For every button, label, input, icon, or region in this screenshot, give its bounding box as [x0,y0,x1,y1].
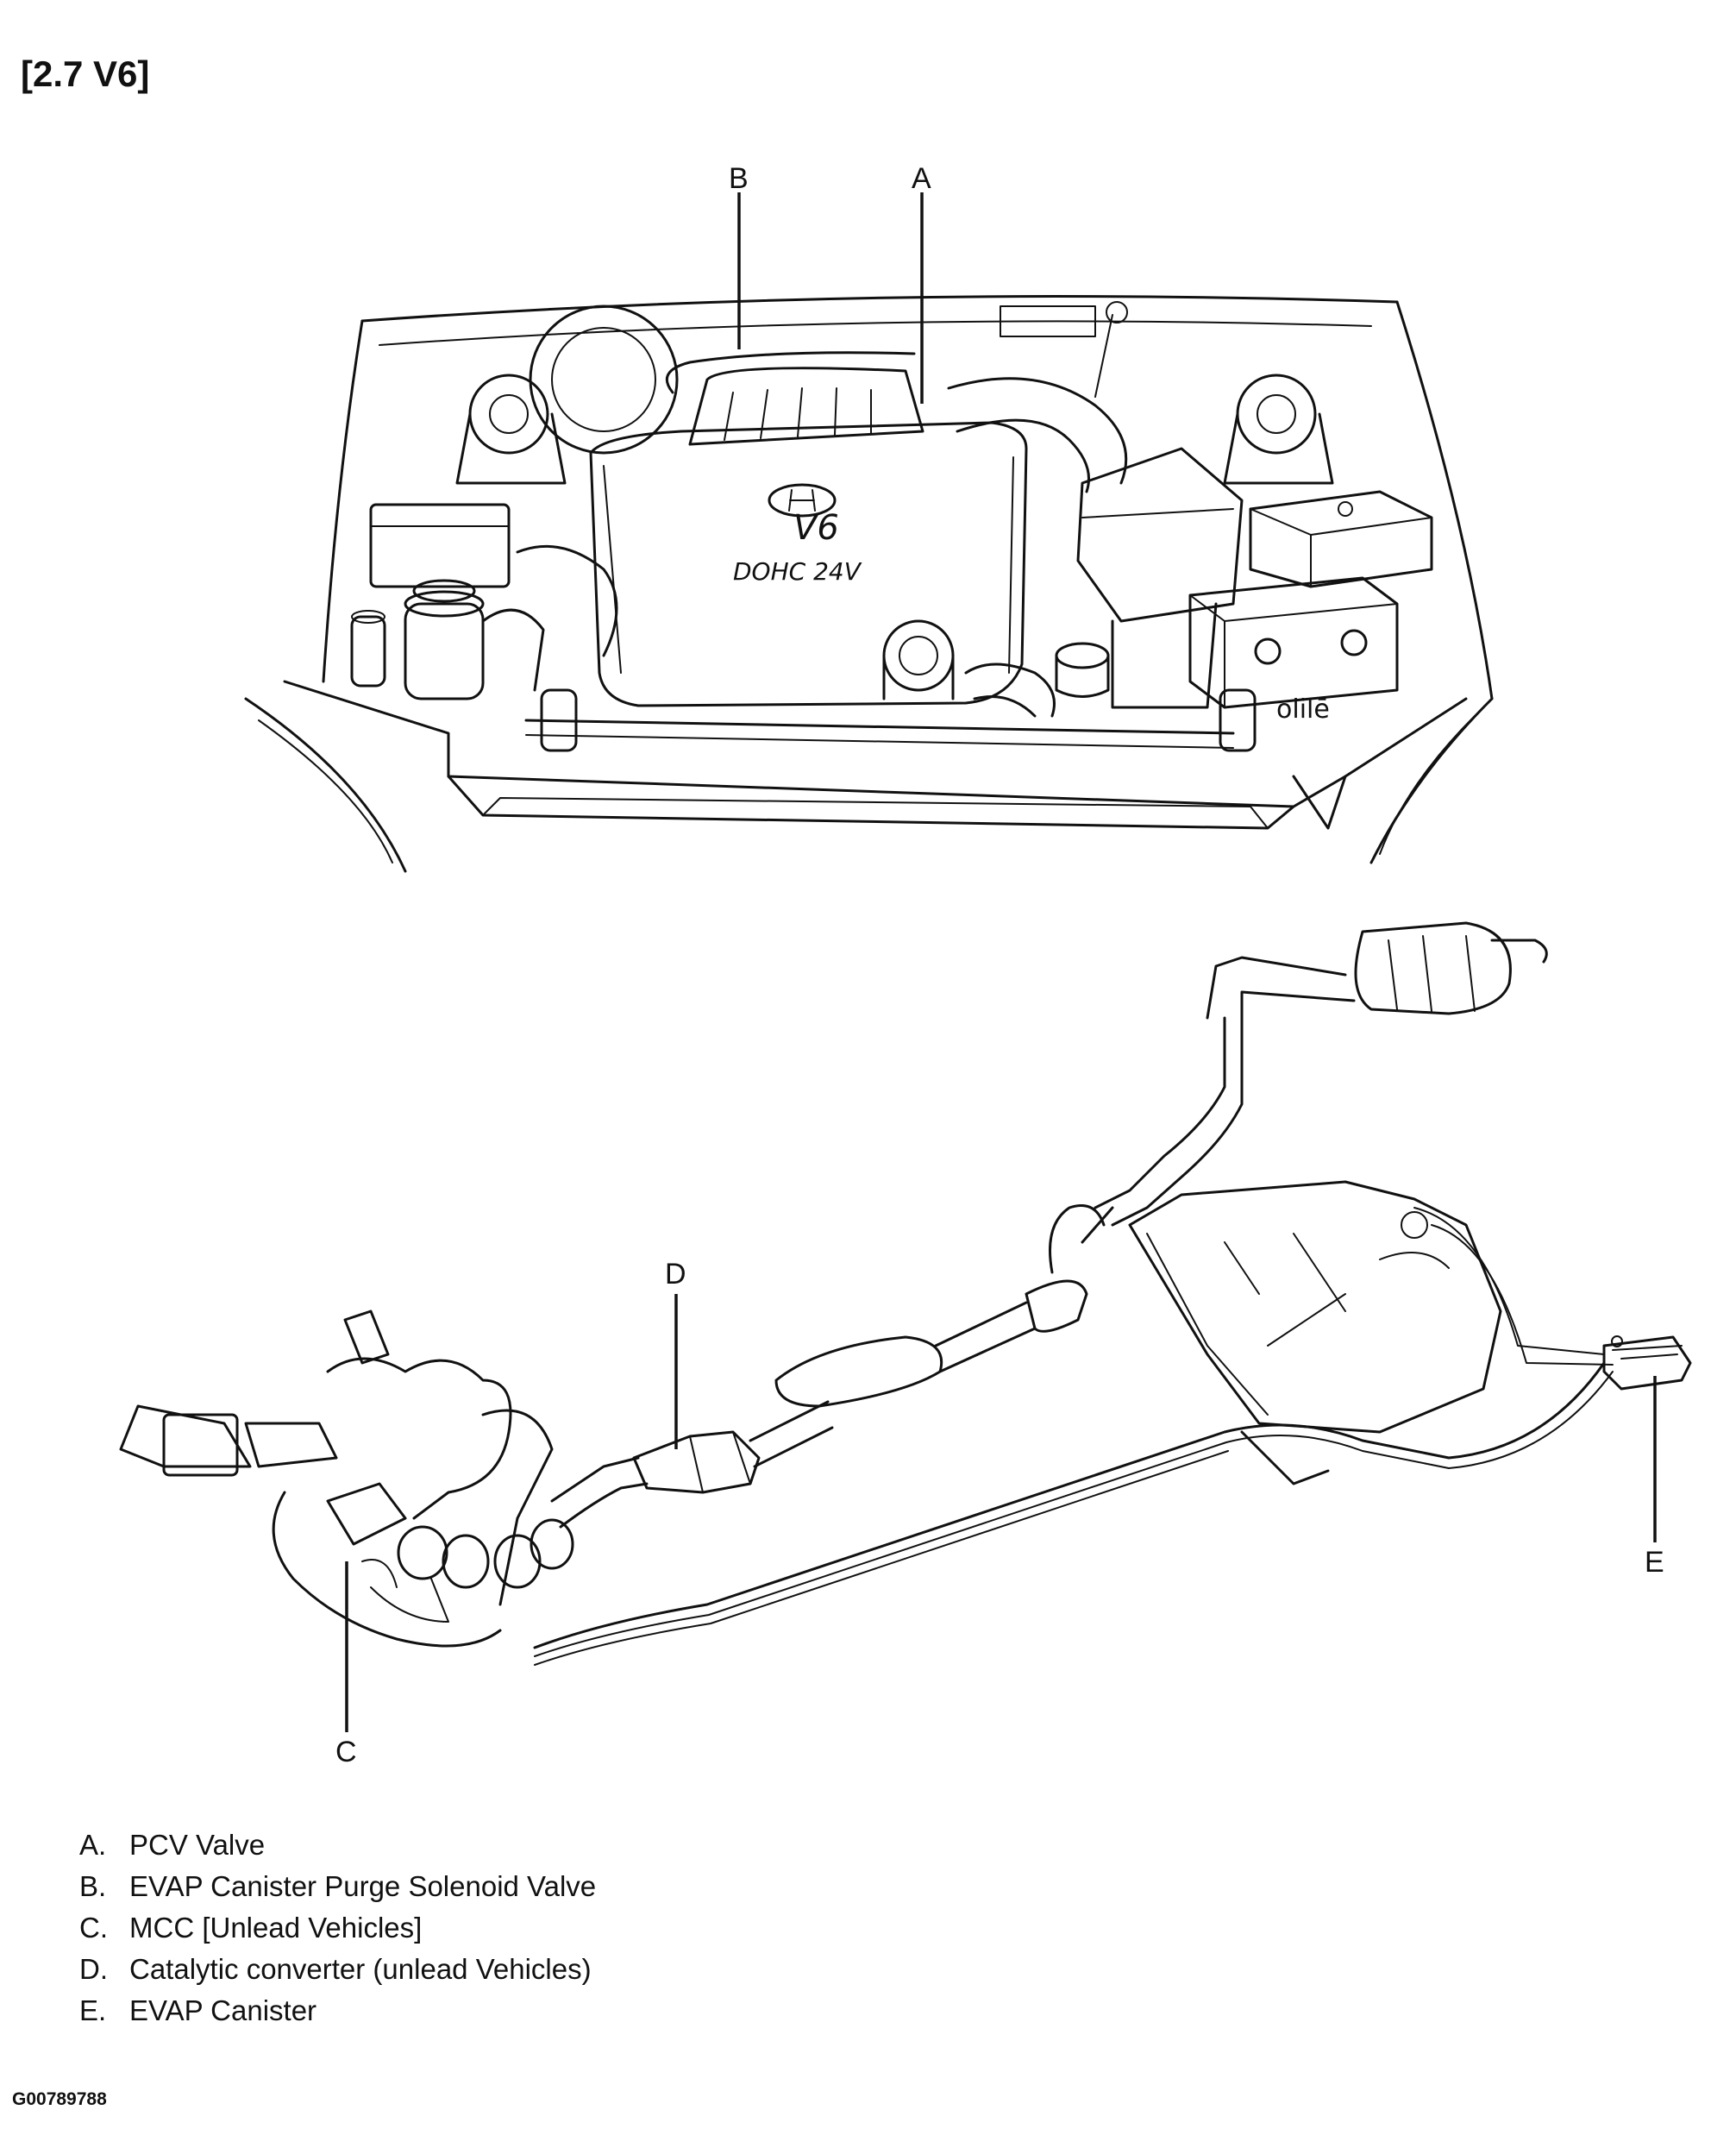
legend-item: E. EVAP Canister [79,1990,596,2032]
legend-item: C. MCC [Unlead Vehicles] [79,1907,596,1949]
legend-letter: D. [79,1953,108,1985]
callout-e: E [1645,1546,1664,1579]
legend-text: PCV Valve [129,1829,266,1861]
legend-text: MCC [Unlead Vehicles] [129,1912,423,1944]
callout-b: B [729,162,749,195]
figure-id: G00789788 [12,2089,107,2109]
exhaust-fuel-drawing [119,921,1692,1666]
callout-d: D [665,1258,686,1291]
legend-text: EVAP Canister Purge Solenoid Valve [129,1870,597,1902]
parts-legend: A. PCV Valve B. EVAP Canister Purge Soleno… [79,1824,596,2032]
engine-bay-drawing [244,295,1494,873]
legend-letter: B. [79,1870,107,1902]
legend-text: Catalytic converter (unlead Vehicles) [129,1953,592,1985]
callout-c: C [335,1736,357,1768]
callout-a: A [912,162,931,195]
legend-letter: E. [79,1994,107,2026]
legend-item: B. EVAP Canister Purge Solenoid Valve [79,1866,596,1907]
page-heading: [2.7 V6] [21,53,150,94]
engine-badge-dohc: DOHC 24V [733,557,862,586]
legend-letter: A. [79,1829,107,1861]
legend-item: D. Catalytic converter (unlead Vehicles) [79,1949,596,1990]
legend-item: A. PCV Valve [79,1824,596,1866]
legend-text: EVAP Canister [129,1994,317,2026]
engine-badge-v6: V6 [793,508,839,548]
battery-label: olilē [1276,694,1330,725]
legend-letter: C. [79,1912,108,1944]
